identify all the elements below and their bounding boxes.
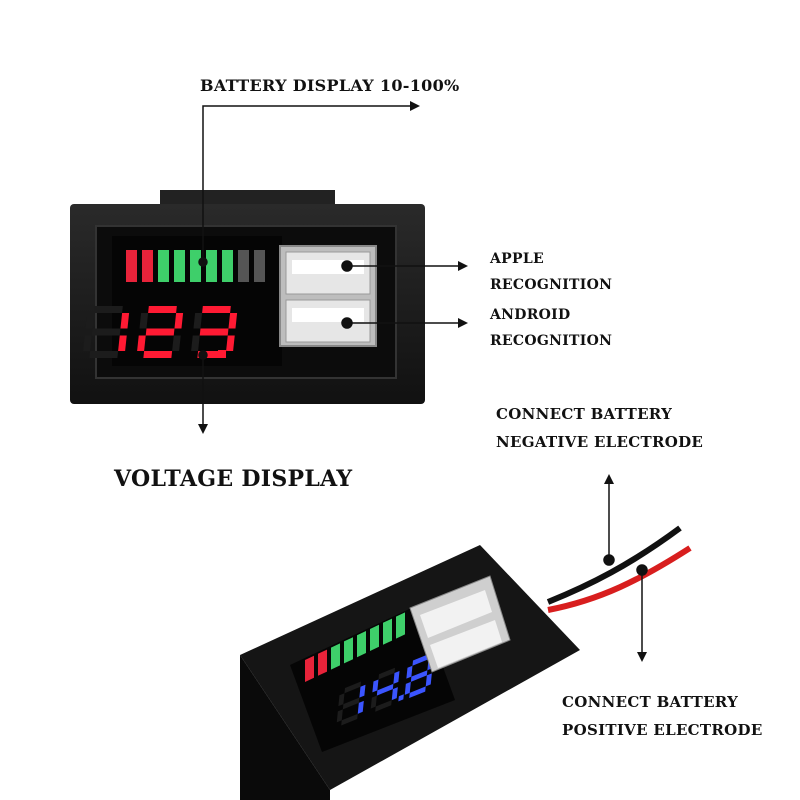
front-battery-bar (254, 250, 265, 282)
seven-segment (199, 328, 229, 336)
positive-wire (547, 545, 692, 613)
front-battery-bar (206, 250, 217, 282)
angled-battery-bar (383, 618, 392, 645)
seven-segment (174, 313, 184, 329)
seven-segment (372, 679, 379, 693)
battery-callout-line (202, 101, 420, 262)
decimal-point (398, 694, 404, 702)
seven-segment (344, 681, 361, 694)
front-voltage-readout (83, 306, 238, 358)
seven-segment (342, 697, 360, 710)
positive-label-line1: CONNECT BATTERY (562, 693, 739, 711)
seven-segment (409, 686, 426, 699)
front-battery-bar (174, 250, 185, 282)
seven-segment (425, 673, 432, 687)
angled-usb-port-2 (430, 620, 502, 668)
seven-segment (391, 687, 398, 701)
negative-electrode-label: CONNECT BATTERY NEGATIVE ELECTRODE (496, 400, 703, 456)
seven-segment (404, 681, 411, 695)
seven-segment (91, 328, 121, 336)
angled-battery-bar (396, 612, 405, 639)
usb-port-android-tongue (292, 308, 364, 322)
angled-battery-bar (318, 649, 327, 676)
angled-battery-bar (305, 655, 314, 683)
angled-battery-bar (344, 637, 353, 664)
angled-usb-port-1 (420, 590, 492, 638)
seven-segment (143, 351, 173, 358)
apple-recognition-label: APPLE RECOGNITION (490, 246, 612, 298)
seven-segment (139, 313, 149, 329)
angled-voltage-readout (336, 654, 434, 726)
seven-segment (357, 700, 364, 714)
front-battery-bars (126, 250, 265, 282)
seven-segment (370, 695, 377, 709)
voltmeter-angled-view (240, 525, 692, 800)
front-battery-bar (142, 250, 153, 282)
seven-segment (410, 670, 428, 682)
voltage-display-label: VOLTAGE DISPLAY (114, 466, 353, 492)
seven-segment (172, 335, 181, 351)
seven-segment (137, 335, 146, 351)
seven-segment (378, 667, 395, 680)
seven-segment (412, 654, 430, 666)
seven-segment (336, 709, 343, 723)
angled-readout-group (336, 654, 434, 726)
seven-segment (393, 670, 400, 684)
angled-display-panel (290, 604, 455, 752)
android-recognition-label: ANDROID RECOGNITION (490, 302, 612, 354)
seven-segment (94, 306, 123, 313)
front-battery-bar (238, 250, 249, 282)
seven-segment (226, 335, 235, 351)
angled-battery-bar (357, 631, 366, 658)
android-label-line1: ANDROID (490, 307, 571, 323)
seven-segment (120, 313, 130, 329)
angled-battery-bar (331, 643, 340, 670)
seven-segment (338, 693, 345, 707)
front-usb-ports (279, 245, 377, 347)
angled-battery-bars (305, 612, 405, 683)
seven-segment (148, 306, 177, 313)
android-label-line2: RECOGNITION (490, 333, 613, 349)
angled-battery-bar (370, 624, 379, 651)
negative-label-line1: CONNECT BATTERY (496, 405, 673, 423)
front-callouts (198, 101, 468, 434)
negative-label-line2: NEGATIVE ELECTRODE (496, 433, 704, 451)
seven-segment (83, 335, 92, 351)
front-battery-bar (222, 250, 233, 282)
angled-housing-side (240, 655, 330, 800)
seven-segment (202, 306, 231, 313)
apple-label-line1: APPLE (490, 251, 544, 267)
front-battery-bar (158, 250, 169, 282)
seven-segment (359, 684, 366, 698)
seven-segment (341, 713, 358, 726)
battery-display-label: BATTERY DISPLAY 10-100% (200, 76, 460, 95)
apple-label-line2: RECOGNITION (490, 277, 613, 293)
usb-port-apple-tongue (292, 260, 364, 274)
seven-segment (406, 665, 413, 679)
seven-segment (375, 700, 392, 712)
seven-segment (145, 328, 175, 336)
seven-segment (118, 335, 127, 351)
voltmeter-front-view (70, 190, 425, 404)
front-battery-bar (126, 250, 137, 282)
seven-segment (89, 351, 119, 358)
seven-segment (191, 335, 200, 351)
seven-segment (228, 313, 238, 329)
front-battery-bar (190, 250, 201, 282)
positive-label-line2: POSITIVE ELECTRODE (562, 721, 763, 739)
negative-wire (546, 525, 682, 605)
seven-segment (85, 313, 95, 329)
seven-segment (376, 683, 394, 696)
positive-electrode-label: CONNECT BATTERY POSITIVE ELECTRODE (562, 688, 763, 744)
angled-callouts (603, 474, 648, 662)
seven-segment (193, 313, 203, 329)
